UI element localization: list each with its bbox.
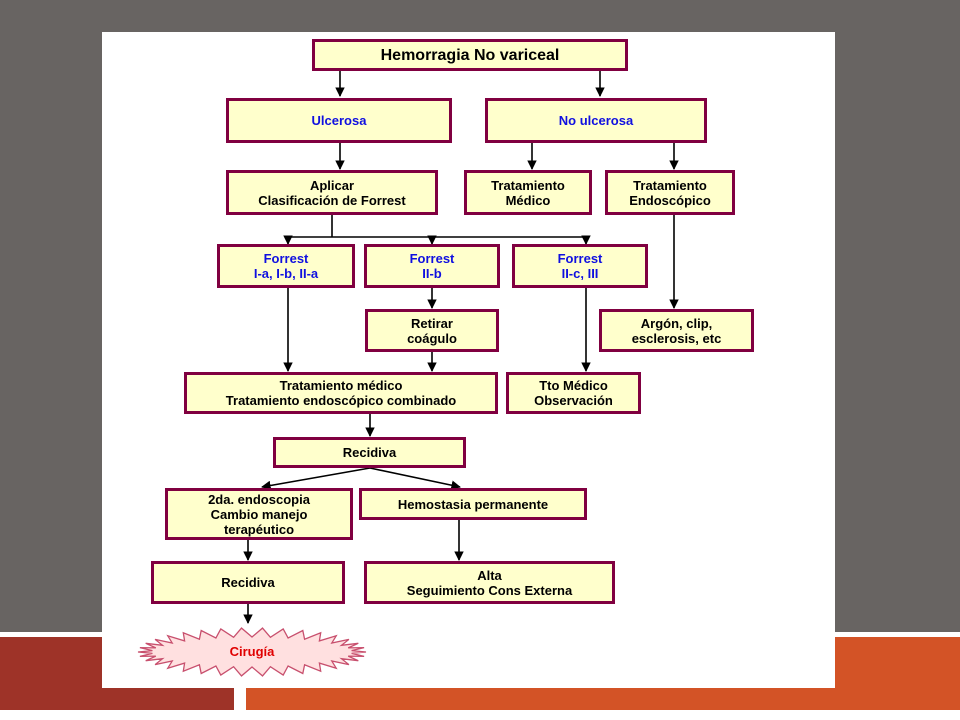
node-no-ulcerosa: No ulcerosa — [485, 98, 707, 143]
node-hemorragia-no-variceal: Hemorragia No variceal — [312, 39, 628, 71]
node-cirugia: Cirugía — [229, 644, 275, 659]
edge-recidiva-hemostasia — [369, 467, 461, 490]
node-hemostasia-permanente: Hemostasia permanente — [359, 488, 587, 520]
surgery-starburst — [137, 627, 367, 677]
node-recidiva-2: Recidiva — [151, 561, 345, 604]
flowchart-connectors — [137, 70, 679, 677]
node-argon-clip: Argón, clip,esclerosis, etc — [599, 309, 754, 352]
node-ulcerosa: Ulcerosa — [226, 98, 452, 143]
node-recidiva: Recidiva — [273, 437, 466, 468]
edge-recidiva-segunda — [261, 467, 371, 491]
